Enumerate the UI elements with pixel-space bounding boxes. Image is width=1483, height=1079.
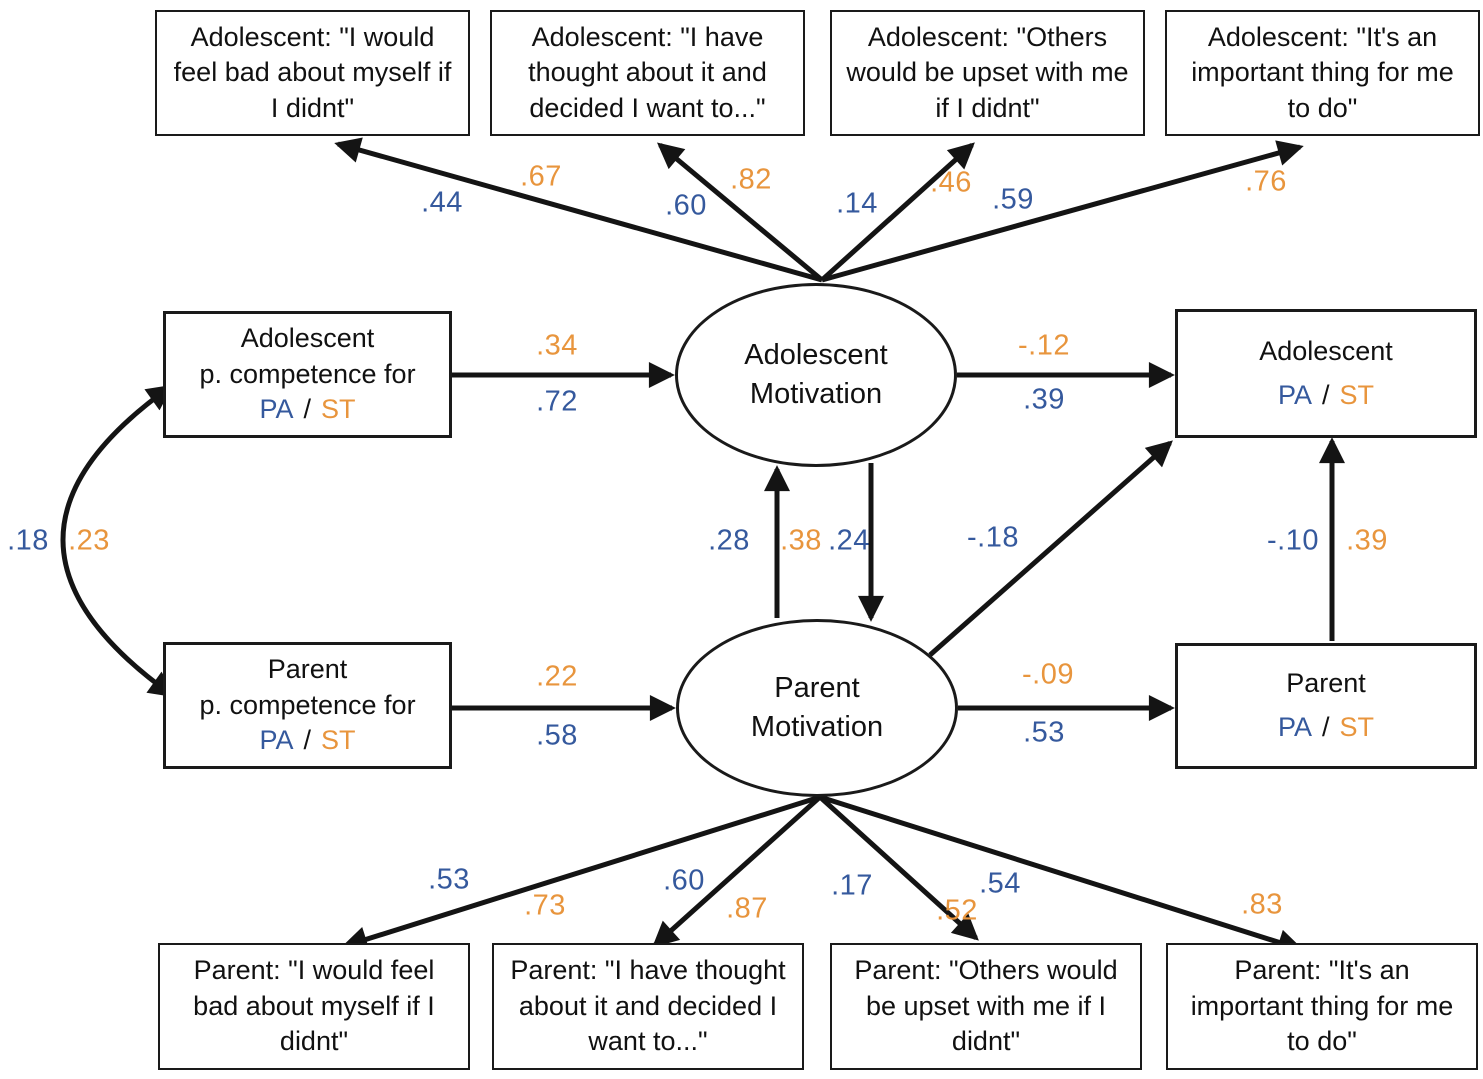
adol-outcome-pa-st: PA / ST — [1278, 378, 1374, 414]
adol-indicator-1-text: Adolescent: "I would feel bad about myse… — [173, 21, 452, 123]
arrow-covariance-competence — [60, 384, 176, 698]
box-parent-indicator-4: Parent: "It's an important thing for me … — [1166, 943, 1478, 1070]
adol-indicator-3-text: Adolescent: "Others would be upset with … — [846, 21, 1129, 123]
adol-motivation-line1: Adolescent — [744, 338, 888, 371]
box-adol-outcome: Adolescent PA / ST — [1175, 309, 1477, 438]
parent-competence-pa-st: PA / ST — [259, 723, 355, 759]
coef-adol-ind3-pa: .14 — [836, 187, 878, 220]
arrow-adol-mot-to-ind2 — [657, 142, 824, 282]
box-adol-competence: Adolescent p. competence for PA / ST — [163, 311, 452, 438]
adol-indicator-2-text: Adolescent: "I have thought about it and… — [528, 21, 767, 123]
parent-outcome-pa-st: PA / ST — [1278, 710, 1374, 746]
parent-indicator-4-text: Parent: "It's an important thing for me … — [1190, 955, 1454, 1057]
parent-outcome-line1: Parent — [1286, 668, 1366, 699]
coef-parent-comp-st: .22 — [536, 660, 578, 693]
adol-competence-line1: Adolescent — [240, 323, 375, 354]
arrow-adol-mot-to-ind4 — [821, 140, 1304, 283]
coef-adol-ind3-st: .46 — [930, 166, 972, 199]
adol-outcome-line1: Adolescent — [1259, 335, 1393, 366]
coef-parent-out-adol-out-st: .39 — [1346, 524, 1388, 557]
arrow-parent-mot-to-ind1 — [341, 794, 821, 952]
parent-motivation-line1: Parent — [774, 671, 860, 704]
ellipse-adol-motivation: Adolescent Motivation — [675, 283, 957, 467]
arrow-adol-mot-to-ind1 — [334, 137, 823, 283]
box-parent-outcome: Parent PA / ST — [1175, 643, 1477, 769]
coef-parent-mot-adol-out-pa: -.18 — [967, 521, 1019, 554]
coef-parent-ind2-st: .87 — [726, 892, 768, 925]
coef-covariance-st: .23 — [68, 524, 110, 557]
coef-adol-out-st: -.12 — [1018, 329, 1070, 362]
parent-indicator-1-text: Parent: "I would feel bad about myself i… — [193, 955, 435, 1057]
coef-parent-out-pa: .53 — [1023, 716, 1065, 749]
parent-competence-st: ST — [321, 725, 356, 756]
adol-competence-slash: / — [303, 394, 311, 425]
box-parent-competence: Parent p. competence for PA / ST — [163, 642, 452, 769]
coef-parent-ind2-pa: .60 — [663, 864, 705, 897]
coef-adol-comp-pa: .72 — [536, 385, 578, 418]
parent-outcome-pa: PA — [1277, 712, 1312, 742]
adol-competence-line2: p. competence for — [199, 358, 416, 389]
parent-competence-slash: / — [303, 725, 311, 756]
coef-parent-ind1-pa: .53 — [428, 863, 470, 896]
adol-outcome-slash: / — [1321, 379, 1330, 410]
box-parent-indicator-3: Parent: "Others would be upset with me i… — [830, 943, 1142, 1070]
coef-parent-out-adol-out-pa: -.10 — [1267, 524, 1319, 557]
arrow-parent-mot-to-ind2 — [652, 795, 822, 948]
parent-motivation-line2: Motivation — [750, 711, 884, 743]
box-adol-indicator-2: Adolescent: "I have thought about it and… — [490, 10, 805, 136]
coef-covariance-pa: .18 — [7, 524, 49, 557]
adol-motivation-line2: Motivation — [749, 378, 883, 410]
adol-outcome-st: ST — [1339, 379, 1375, 410]
parent-outcome-st: ST — [1339, 712, 1375, 742]
arrow-parent-mot-to-ind4 — [819, 794, 1304, 955]
coef-parent-comp-pa: .58 — [536, 719, 578, 752]
coef-adol-ind1-pa: .44 — [421, 186, 463, 219]
coef-adol-out-pa: .39 — [1023, 383, 1065, 416]
coef-mot-up-st: .38 — [780, 524, 822, 557]
box-parent-indicator-2: Parent: "I have thought about it and dec… — [492, 943, 804, 1070]
parent-outcome-slash: / — [1321, 712, 1330, 742]
coef-parent-ind4-st: .83 — [1241, 888, 1283, 921]
coef-adol-ind2-pa: .60 — [665, 189, 707, 222]
coef-parent-ind3-pa: .17 — [831, 869, 873, 902]
parent-competence-line2: p. competence for — [199, 689, 416, 720]
box-adol-indicator-1: Adolescent: "I would feel bad about myse… — [155, 10, 470, 136]
coef-parent-ind3-st: .52 — [936, 894, 978, 927]
box-adol-indicator-4: Adolescent: "It's an important thing for… — [1165, 10, 1480, 136]
coef-parent-ind4-pa: .54 — [979, 867, 1021, 900]
coef-mot-up-pa: .28 — [708, 524, 750, 557]
adol-competence-pa-st: PA / ST — [259, 392, 355, 428]
coef-adol-ind4-pa: .59 — [992, 183, 1034, 216]
adol-competence-pa: PA — [259, 394, 294, 425]
adol-indicator-4-text: Adolescent: "It's an important thing for… — [1191, 21, 1454, 123]
adol-competence-st: ST — [321, 394, 356, 425]
ellipse-parent-motivation: Parent Motivation — [676, 619, 958, 797]
parent-indicator-2-text: Parent: "I have thought about it and dec… — [510, 955, 786, 1057]
box-parent-indicator-1: Parent: "I would feel bad about myself i… — [158, 943, 470, 1070]
coef-adol-ind4-st: .76 — [1245, 165, 1287, 198]
parent-indicator-3-text: Parent: "Others would be upset with me i… — [854, 955, 1118, 1057]
parent-competence-line1: Parent — [267, 654, 348, 685]
coef-adol-ind2-st: .82 — [730, 163, 772, 196]
coef-parent-ind1-st: .73 — [524, 889, 566, 922]
coef-mot-down-pa: .24 — [828, 524, 870, 557]
parent-competence-pa: PA — [259, 725, 294, 756]
coef-parent-out-st: -.09 — [1022, 658, 1074, 691]
coef-adol-ind1-st: .67 — [520, 160, 562, 193]
box-adol-indicator-3: Adolescent: "Others would be upset with … — [830, 10, 1145, 136]
arrow-adol-mot-to-ind3 — [820, 142, 975, 282]
arrow-parent-mot-to-adol-outcome — [928, 440, 1173, 657]
coef-adol-comp-st: .34 — [536, 329, 578, 362]
arrow-parent-mot-to-ind3 — [818, 795, 979, 941]
adol-outcome-pa: PA — [1277, 379, 1312, 410]
